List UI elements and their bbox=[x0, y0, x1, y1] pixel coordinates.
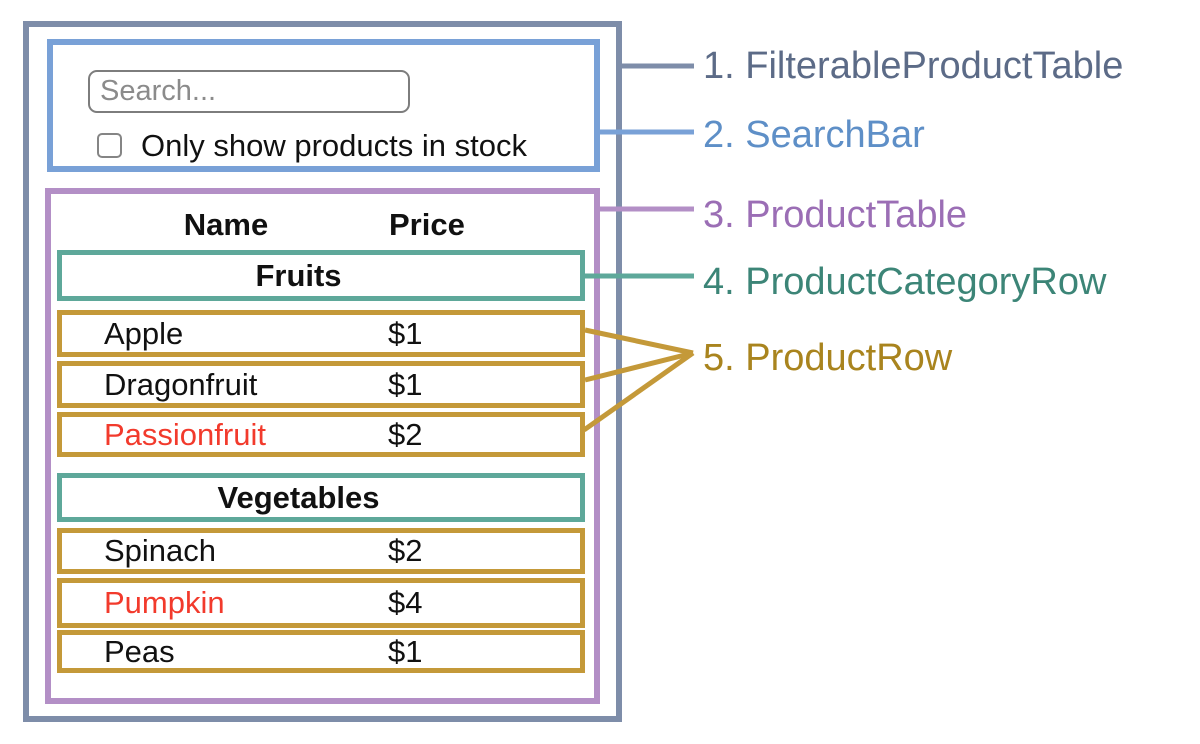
legend-product-category-row: 4. ProductCategoryRow bbox=[703, 261, 1107, 303]
column-header-price: Price bbox=[389, 207, 465, 242]
category-row-fruits: Fruits bbox=[57, 250, 585, 301]
product-price: $2 bbox=[388, 416, 423, 452]
product-price: $1 bbox=[388, 366, 423, 402]
product-name-out-of-stock: Passionfruit bbox=[104, 416, 266, 452]
product-name: Apple bbox=[104, 315, 184, 351]
product-price: $4 bbox=[388, 585, 423, 620]
product-row: Pumpkin $4 bbox=[57, 578, 585, 628]
product-name: Dragonfruit bbox=[104, 366, 258, 402]
search-input[interactable] bbox=[88, 70, 410, 113]
product-price: $1 bbox=[388, 633, 423, 669]
in-stock-checkbox[interactable] bbox=[97, 133, 122, 158]
product-row: Apple $1 bbox=[57, 310, 585, 357]
category-row-vegetables: Vegetables bbox=[57, 473, 585, 522]
product-row: Passionfruit $2 bbox=[57, 412, 585, 457]
legend-product-row: 5. ProductRow bbox=[703, 337, 953, 379]
product-name-out-of-stock: Pumpkin bbox=[104, 585, 225, 620]
product-name: Spinach bbox=[104, 533, 217, 568]
in-stock-checkbox-label: Only show products in stock bbox=[141, 128, 527, 163]
product-name: Peas bbox=[104, 633, 175, 669]
product-row: Dragonfruit $1 bbox=[57, 361, 585, 408]
legend-search-bar: 2. SearchBar bbox=[703, 114, 925, 156]
category-label: Vegetables bbox=[217, 479, 380, 515]
legend-product-table: 3. ProductTable bbox=[703, 194, 968, 236]
product-price: $1 bbox=[388, 315, 423, 351]
product-row: Spinach $2 bbox=[57, 528, 585, 574]
product-row: Peas $1 bbox=[57, 630, 585, 673]
category-label: Fruits bbox=[255, 257, 342, 293]
column-header-name: Name bbox=[183, 207, 269, 242]
product-price: $2 bbox=[388, 533, 423, 568]
legend-filterable-product-table: 1. FilterableProductTable bbox=[703, 45, 1124, 87]
